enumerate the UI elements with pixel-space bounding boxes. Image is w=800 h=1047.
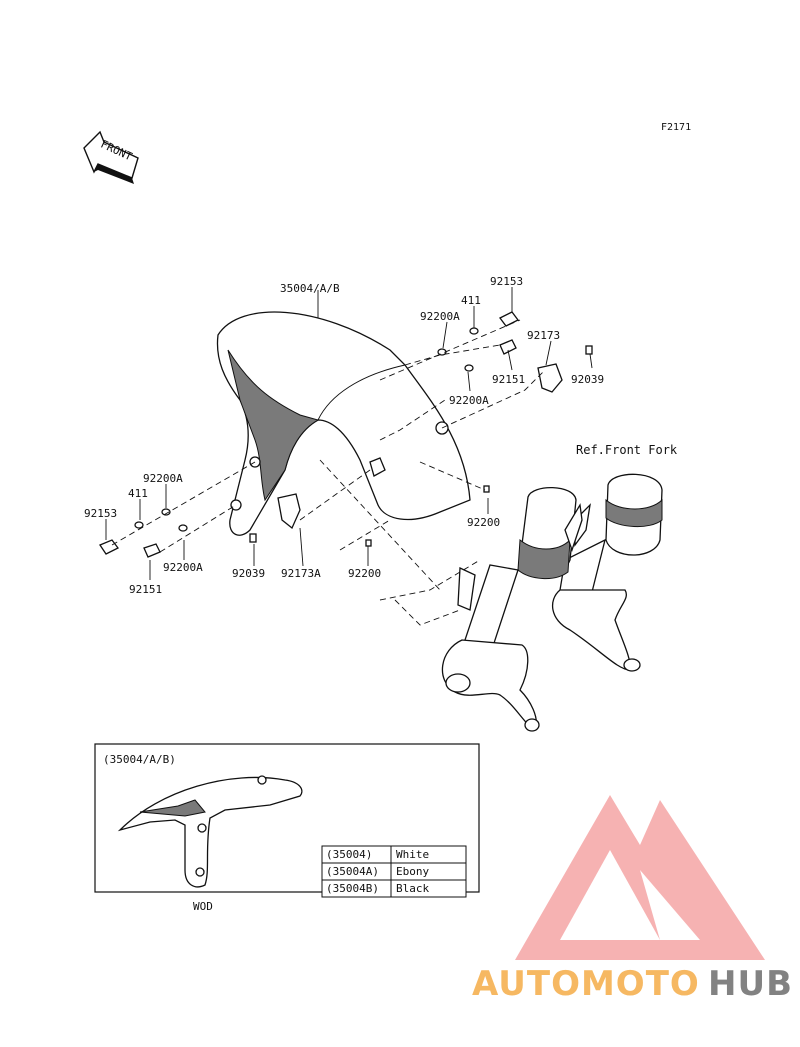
callout-clip-right: 92200 (467, 516, 500, 529)
callout-bolt-right-top: 92153 (490, 275, 523, 288)
front-arrow-icon: FRONT (83, 130, 139, 184)
table-row-code: (35004A) (326, 865, 379, 878)
front-fender (216, 311, 471, 536)
callout-washer-left-bottom: 92200A (163, 561, 203, 574)
figure-code: F2171 (661, 122, 691, 133)
callout-washer-right-top: 92200A (420, 310, 460, 323)
leader-lines (105, 287, 593, 626)
table-row-code: (35004) (326, 848, 372, 861)
hardware-left (99, 493, 372, 558)
ref-front-fork-label: Ref.Front Fork (576, 443, 678, 457)
inset-caption: WOD (193, 900, 213, 913)
callout-nut-right: 92039 (571, 373, 604, 386)
callout-bolt-left-top: 92153 (84, 507, 117, 520)
inset-title: (35004/A/B) (103, 753, 176, 766)
callout-bracket-left: 92173A (281, 567, 321, 580)
callout-bolt-left-bottom: 92151 (129, 583, 162, 596)
hardware-right (437, 311, 593, 493)
automotohub-watermark: AUTOMOTO HUB (472, 964, 793, 1004)
table-row-color: Ebony (396, 865, 429, 878)
variant-inset: (35004/A/B) WOD (94, 743, 480, 913)
callout-clip-left: 92200 (348, 567, 381, 580)
front-fork-left (441, 486, 583, 732)
color-table: (35004) White (35004A) Ebony (35004B) Bl… (321, 845, 467, 898)
callout-bolt-right-mid: 92151 (492, 373, 525, 386)
watermark-part2: HUB (708, 964, 793, 1004)
callout-collar-right-top: 411 (461, 294, 481, 307)
table-row-color: White (396, 848, 429, 861)
callout-bracket-right: 92173 (527, 329, 560, 342)
table-row-color: Black (396, 882, 429, 895)
automotohub-logo-icon (515, 795, 765, 960)
front-fork-right (551, 473, 663, 672)
watermark-part1: AUTOMOTO (472, 964, 700, 1004)
table-row-code: (35004B) (326, 882, 379, 895)
callout-washer-left-top: 92200A (143, 472, 183, 485)
callout-collar-left: 411 (128, 487, 148, 500)
callout-washer-right-mid: 92200A (449, 394, 489, 407)
callout-fender: 35004/A/B (280, 282, 340, 295)
callout-nut-left: 92039 (232, 567, 265, 580)
